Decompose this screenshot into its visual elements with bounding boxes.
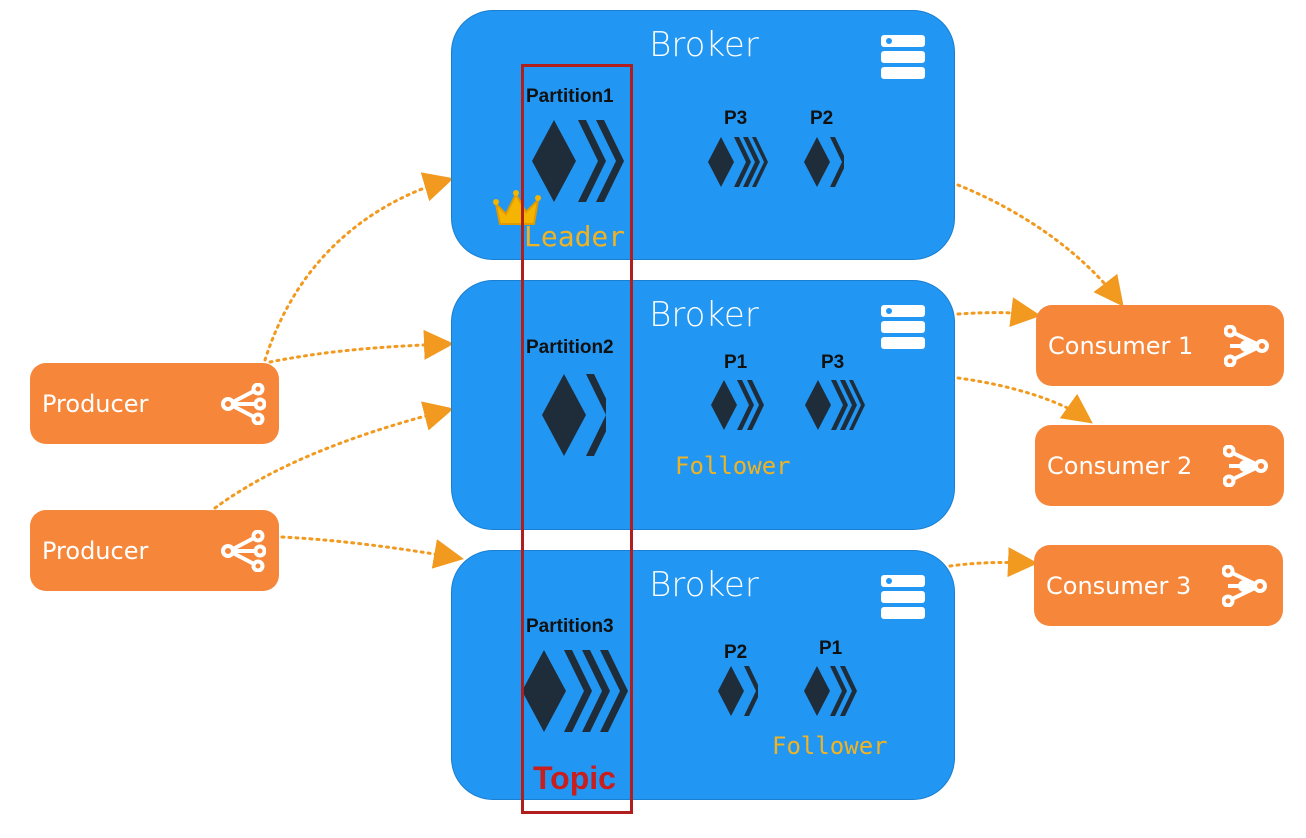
partition-label-1: Partition1 — [526, 86, 614, 107]
producer-1: Producer — [30, 363, 279, 444]
replica-label: P3 — [821, 352, 845, 373]
consumer-label: Consumer 2 — [1047, 451, 1193, 480]
arrow-producer1-broker1 — [263, 172, 454, 362]
follower-label: Follower — [772, 732, 888, 760]
topic-outline — [521, 64, 633, 814]
arrow-broker2-consumer2 — [956, 376, 1093, 424]
share-icon — [221, 383, 266, 425]
fan-in-icon — [1223, 445, 1268, 487]
arrow-producer2-broker2 — [213, 401, 454, 510]
crown-icon — [493, 190, 541, 225]
replica-log-icon — [708, 137, 768, 187]
broker-title: Broker — [649, 25, 759, 65]
replica-label: P1 — [724, 352, 748, 373]
producer-label: Producer — [42, 536, 149, 565]
replica-log-icon — [804, 666, 857, 716]
arrow-broker2-consumer1 — [956, 297, 1041, 328]
broker-title: Broker — [649, 565, 759, 605]
broker-title: Broker — [649, 295, 759, 335]
consumer-3: Consumer 3 — [1034, 545, 1283, 626]
replica-log-icon — [718, 666, 758, 716]
producer-2: Producer — [30, 510, 279, 591]
replica-log-icon — [805, 380, 865, 430]
consumer-1: Consumer 1 — [1036, 305, 1284, 386]
replica-log-icon — [804, 137, 844, 187]
replica-label: P1 — [819, 638, 843, 659]
leader-label: Leader — [524, 220, 626, 253]
arrow-producer2-broker3 — [280, 535, 464, 569]
fan-in-icon — [1224, 325, 1269, 367]
partition3-log-icon — [522, 650, 628, 732]
server-icon — [881, 305, 925, 351]
follower-label: Follower — [675, 452, 791, 480]
consumer-label: Consumer 1 — [1048, 331, 1194, 360]
partition1-log-icon — [532, 120, 624, 202]
partition-label-3: Partition3 — [526, 616, 614, 637]
arrow-broker3-consumer3 — [948, 547, 1038, 578]
share-icon — [221, 530, 266, 572]
server-icon — [881, 575, 925, 621]
partition2-log-icon — [542, 374, 606, 456]
partition-label-2: Partition2 — [526, 337, 614, 358]
replica-label: P3 — [724, 108, 748, 129]
replica-label: P2 — [810, 108, 834, 129]
broker-1: Broker — [451, 10, 955, 260]
producer-label: Producer — [42, 389, 149, 418]
server-icon — [881, 35, 925, 81]
broker-2: Broker — [451, 280, 955, 530]
arrow-producer1-broker2 — [268, 329, 454, 364]
replica-label: P2 — [724, 642, 748, 663]
consumer-2: Consumer 2 — [1035, 425, 1284, 506]
consumer-label: Consumer 3 — [1046, 571, 1192, 600]
fan-in-icon — [1222, 565, 1267, 607]
topic-label: Topic — [533, 760, 616, 796]
arrow-broker1-consumer1 — [956, 183, 1124, 307]
replica-log-icon — [711, 380, 764, 430]
